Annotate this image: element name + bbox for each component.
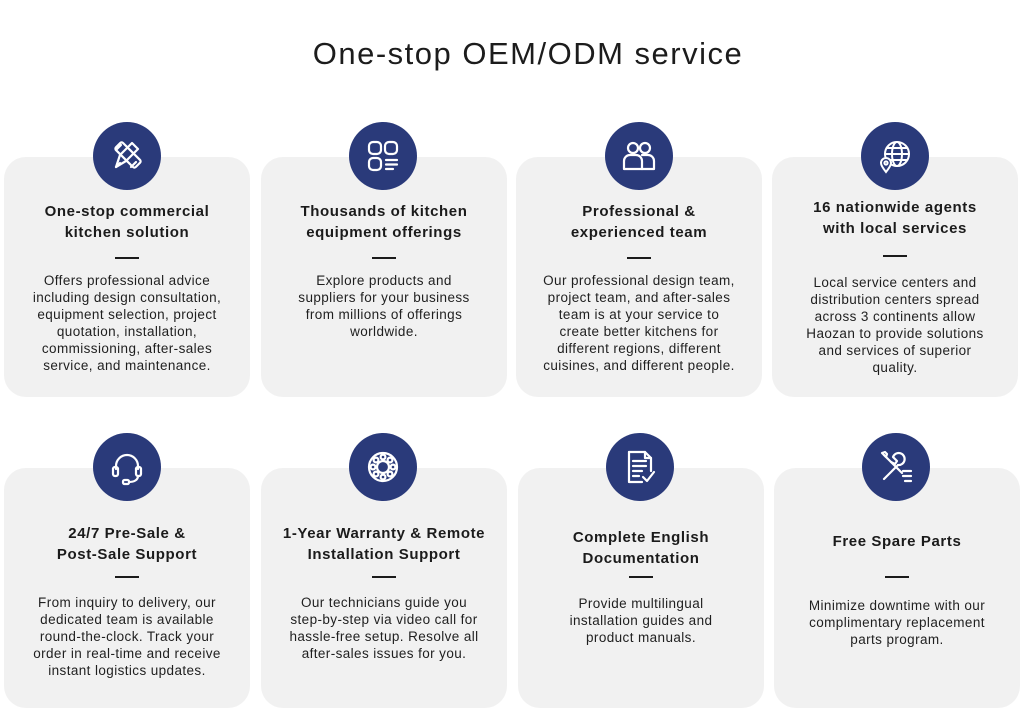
card-description: Minimize downtime with our complimentary… [808, 598, 986, 647]
card-description: Our professional design team, project te… [543, 273, 735, 373]
card-description: From inquiry to delivery, our dedicated … [33, 595, 221, 678]
card-title: Professional & experienced team [570, 203, 708, 241]
card-title: 16 nationwide agents with local services [813, 199, 977, 237]
card-title: 24/7 Pre-Sale & Post-Sale Support [56, 525, 198, 563]
headset-icon [93, 433, 161, 501]
service-card-support: 24/7 Pre-Sale & Post-Sale Support From i… [4, 468, 250, 708]
divider [372, 257, 396, 259]
document-check-icon [606, 433, 674, 501]
service-card-agents: 16 nationwide agents with local services… [772, 157, 1018, 397]
divider [115, 576, 139, 578]
design-tools-icon [93, 122, 161, 190]
divider [883, 255, 907, 257]
card-title: 1-Year Warranty & Remote Installation Su… [282, 525, 486, 563]
divider [629, 576, 653, 578]
card-description: Explore products and suppliers for your … [298, 273, 470, 339]
globe-location-icon [861, 122, 929, 190]
divider [372, 576, 396, 578]
card-title: One-stop commercial kitchen solution [44, 203, 210, 241]
service-card-team: Professional & experienced team Our prof… [516, 157, 762, 397]
service-card-equipment-offerings: Thousands of kitchen equipment offerings… [261, 157, 507, 397]
card-description: Local service centers and distribution c… [806, 275, 984, 375]
gear-wheel-icon [349, 433, 417, 501]
card-title: Free Spare Parts [832, 533, 962, 550]
divider [885, 576, 909, 578]
wrench-screwdriver-icon [862, 433, 930, 501]
card-description: Provide multilingual installation guides… [569, 596, 713, 645]
app-grid-icon [349, 122, 417, 190]
divider [627, 257, 651, 259]
team-people-icon [605, 122, 673, 190]
card-description: Our technicians guide you step-by-step v… [289, 595, 479, 661]
card-description: Offers professional advice including des… [32, 273, 222, 373]
service-card-warranty: 1-Year Warranty & Remote Installation Su… [261, 468, 507, 708]
card-title: Thousands of kitchen equipment offerings [300, 203, 468, 241]
divider [115, 257, 139, 259]
service-card-documentation: Complete English Documentation Provide m… [518, 468, 764, 708]
service-card-spare-parts: Free Spare Parts Minimize downtime with … [774, 468, 1020, 708]
card-title: Complete English Documentation [572, 529, 710, 567]
page-title: One-stop OEM/ODM service [312, 36, 744, 71]
service-card-kitchen-solution: One-stop commercial kitchen solution Off… [4, 157, 250, 397]
